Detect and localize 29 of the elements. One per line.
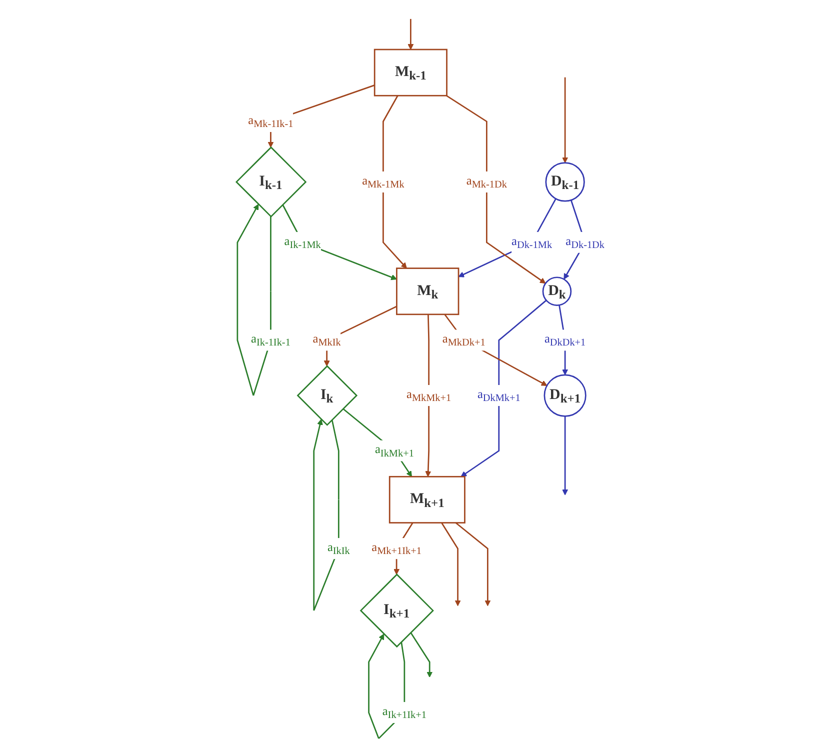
arrow: [454, 522, 490, 606]
match-state-box: [388, 475, 465, 523]
insert-state-diamond: [296, 364, 358, 426]
arrow: [460, 299, 546, 476]
state-label: I$_{k+1}$: [383, 598, 410, 622]
arrow: [562, 416, 568, 495]
arrow: [446, 94, 546, 284]
state-label: I$_{k-1}$: [258, 170, 282, 194]
arrow: [440, 522, 460, 606]
state-label: M$_{k+1}$: [410, 488, 444, 512]
delete-state-circle: [542, 276, 572, 306]
arrow: [424, 314, 431, 476]
arrow: [410, 632, 432, 677]
match-state-box: [396, 267, 459, 315]
state-label: D$_{k}$: [548, 280, 566, 303]
arrow: [312, 418, 339, 610]
arrow: [407, 18, 414, 50]
delete-state-circle: [544, 162, 584, 202]
state-label: D$_{k+1}$: [549, 384, 580, 407]
state-label: D$_{k-1}$: [550, 170, 579, 194]
arrow: [382, 94, 406, 268]
state-label: M$_{k-1}$: [394, 60, 426, 84]
state-label: M$_{k}$: [416, 280, 438, 303]
match-state-box: [373, 48, 447, 96]
state-label: I$_{k}$: [320, 384, 333, 407]
delete-state-circle: [543, 374, 586, 416]
arrow: [562, 76, 568, 163]
insert-state-diamond: [359, 573, 434, 648]
insert-state-diamond: [234, 146, 306, 218]
